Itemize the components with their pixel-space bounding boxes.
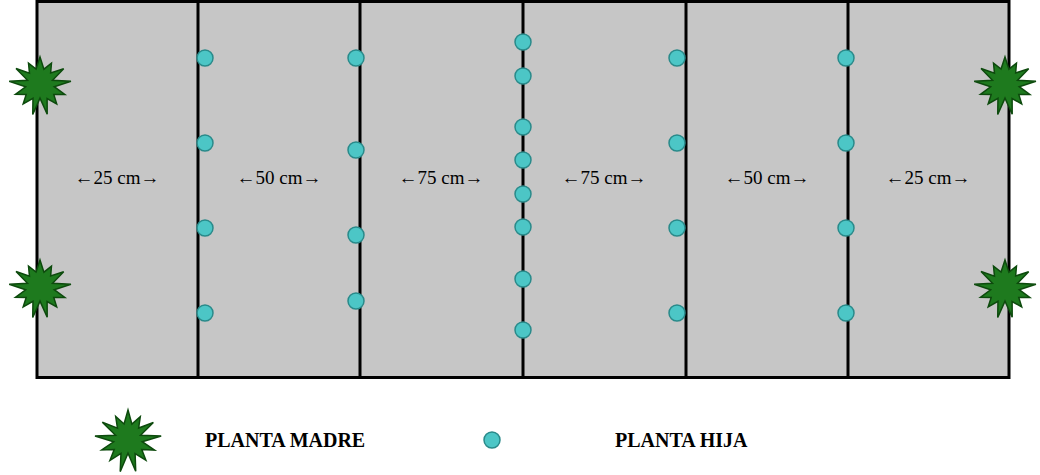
daughter-plant xyxy=(669,220,685,236)
dimension-label: ←25 cm→ xyxy=(886,167,971,189)
daughter-plant xyxy=(197,220,213,236)
legend-text: PLANTA MADRE xyxy=(205,429,365,452)
daughter-plant xyxy=(515,186,531,202)
mother-plant xyxy=(9,260,71,317)
daughter-plant xyxy=(838,50,854,66)
mother-plant xyxy=(974,260,1036,317)
daughter-plant xyxy=(348,142,364,158)
daughter-plant xyxy=(515,152,531,168)
field-plot xyxy=(37,2,1009,378)
daughter-plant-symbol xyxy=(484,432,500,448)
daughter-plant xyxy=(197,305,213,321)
mother-plant xyxy=(974,57,1036,114)
legend-symbol xyxy=(484,432,500,448)
daughter-plant xyxy=(515,119,531,135)
mother-plant xyxy=(9,57,71,114)
daughter-plant xyxy=(348,293,364,309)
daughter-plant xyxy=(197,135,213,151)
daughter-plant xyxy=(515,34,531,50)
dimension-label: ←25 cm→ xyxy=(75,167,160,189)
daughter-plant xyxy=(515,271,531,287)
daughter-plant xyxy=(669,50,685,66)
daughter-plant xyxy=(838,305,854,321)
dimension-label: ←50 cm→ xyxy=(237,167,322,189)
dimension-label: ←75 cm→ xyxy=(562,167,647,189)
daughter-plant xyxy=(515,219,531,235)
mother-plant-symbol xyxy=(95,410,161,472)
daughter-plant xyxy=(348,227,364,243)
daughter-plant xyxy=(515,322,531,338)
dimension-label: ←50 cm→ xyxy=(725,167,810,189)
dimension-label: ←75 cm→ xyxy=(399,167,484,189)
daughter-plant xyxy=(348,50,364,66)
daughter-plant xyxy=(197,50,213,66)
daughter-plant xyxy=(515,68,531,84)
daughter-plant xyxy=(838,220,854,236)
daughter-plant xyxy=(838,135,854,151)
daughter-plant xyxy=(669,305,685,321)
daughter-plant xyxy=(669,135,685,151)
legend-symbol xyxy=(95,410,161,472)
legend-text: PLANTA HIJA xyxy=(615,429,747,452)
